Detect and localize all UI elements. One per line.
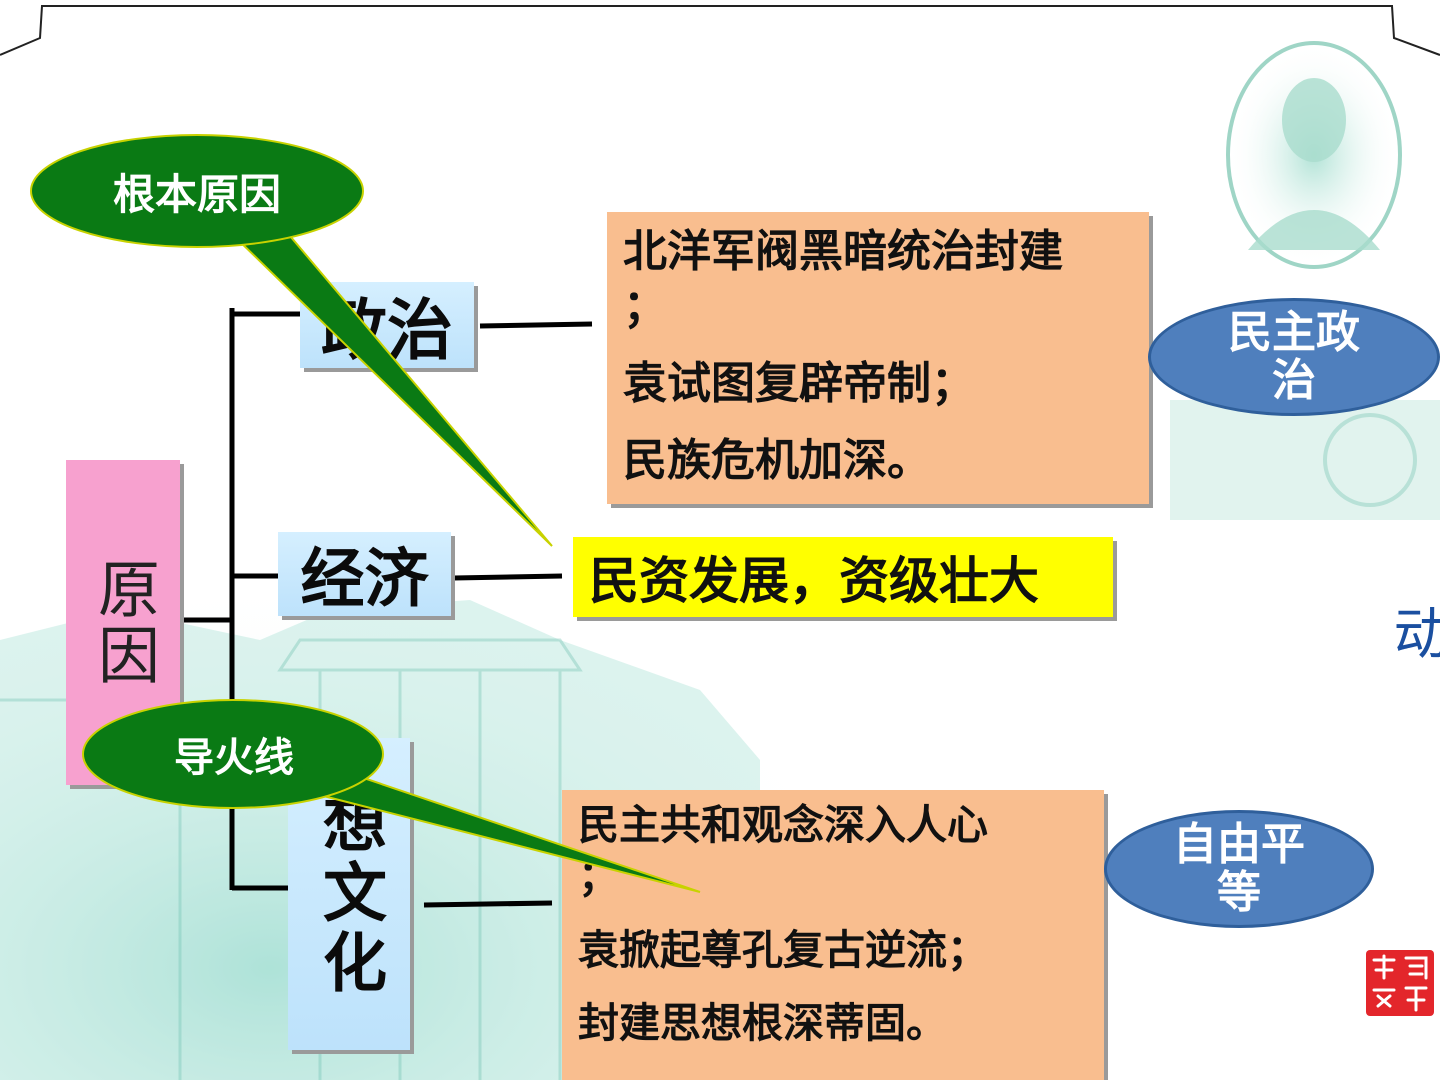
category-culture-label: 想文化: [312, 789, 386, 999]
root-label: 原因: [87, 556, 160, 689]
detail-politics-line: 袁试图复辟帝制；: [623, 358, 975, 409]
category-economy-label: 经济: [300, 543, 429, 617]
category-economy: 经济: [278, 532, 451, 617]
tag-democracy-label: 民主政治: [1228, 306, 1360, 406]
detail-politics-line: 民族危机加深。: [623, 435, 931, 486]
detail-culture-line: 袁掀起尊孔复古逆流；: [578, 925, 988, 974]
callout-trigger-label: 导火线: [174, 735, 294, 781]
detail-economy: 民资发展，资级壮大: [573, 537, 1113, 617]
detail-politics-line: 北洋军阀黑暗统治封建: [623, 226, 1063, 277]
side-title-text: 新文化运动: [1384, 604, 1440, 678]
callout-trigger: 导火线: [84, 708, 384, 800]
tag-freedom: 自由平等: [1104, 810, 1374, 928]
callout-root-cause-label: 根本原因: [112, 169, 281, 219]
detail-culture-line: 封建思想根深蒂固。: [578, 998, 947, 1047]
callout-root-cause: 根本原因: [30, 145, 364, 237]
detail-politics: 北洋军阀黑暗统治封建 ； 袁试图复辟帝制； 民族危机加深。: [607, 212, 1149, 504]
detail-politics-line: ；: [623, 281, 667, 332]
detail-culture: 民主共和观念深入人心 ； 袁掀起尊孔复古逆流； 封建思想根深蒂固。: [562, 790, 1104, 1080]
tag-freedom-label: 自由平等: [1173, 818, 1305, 918]
detail-economy-text: 民资发展，资级壮大: [589, 552, 1039, 610]
side-title: 新文化运动: [1376, 604, 1440, 960]
tag-democracy: 民主政治: [1148, 298, 1440, 416]
category-politics: 政治: [300, 282, 474, 369]
seal-stamp-icon: [1366, 950, 1434, 1016]
detail-culture-line: ；: [578, 852, 619, 901]
category-politics-label: 政治: [321, 292, 453, 369]
detail-culture-line: 民主共和观念深入人心: [578, 801, 988, 849]
